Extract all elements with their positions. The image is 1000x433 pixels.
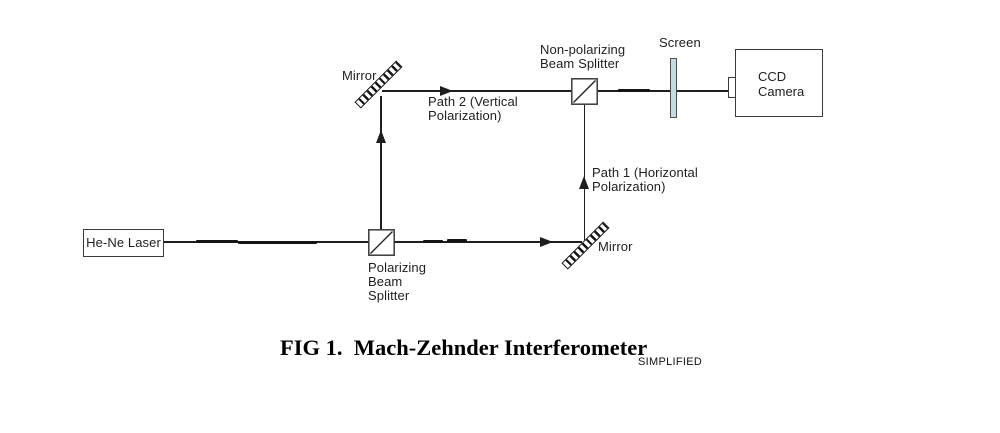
beam-top-mirror-to-npbs [382, 90, 571, 92]
camera-box: CCD Camera [735, 49, 823, 117]
beam-emphasis-segment [423, 240, 443, 243]
beam-emphasis-segment [447, 239, 467, 242]
laser-label: He-Ne Laser [86, 235, 161, 250]
beam-pbs-to-top-mirror [380, 96, 382, 230]
arrow-right-icon [440, 86, 453, 96]
figure-caption: FIG 1. Mach-Zehnder Interferometer [280, 335, 648, 360]
beam-emphasis-segment [196, 239, 238, 243]
beam-emphasis-segment [618, 89, 650, 92]
mirror-bottom-label: Mirror [598, 239, 633, 254]
arrow-up-icon [579, 176, 589, 189]
nonpolarizing-beam-splitter-icon [571, 78, 598, 105]
nonpolarizing-beam-splitter-label: Non-polarizing Beam Splitter [540, 42, 626, 71]
beam-bottom-mirror-to-npbs [583, 105, 586, 240]
beam-emphasis-segment [238, 241, 317, 244]
arrow-up-icon [376, 130, 386, 143]
path1-label: Path 1 (Horizontal Polarization) [592, 165, 698, 194]
figure-caption-suffix: SIMPLIFIED [638, 356, 703, 368]
path2-label: Path 2 (Vertical Polarization) [428, 94, 518, 123]
polarizing-beam-splitter-icon [368, 229, 395, 256]
mirror-top-label: Mirror [342, 68, 377, 83]
camera-label: CCD Camera [758, 69, 805, 99]
beam-screen-to-camera [677, 90, 729, 92]
laser-box: He-Ne Laser [83, 229, 164, 257]
screen-icon [670, 58, 677, 118]
screen-label: Screen [659, 35, 701, 50]
polarizing-beam-splitter-label: Polarizing Beam Splitter [368, 260, 427, 303]
arrow-right-icon [540, 237, 553, 247]
beam-pbs-to-bottom-mirror [394, 241, 582, 243]
